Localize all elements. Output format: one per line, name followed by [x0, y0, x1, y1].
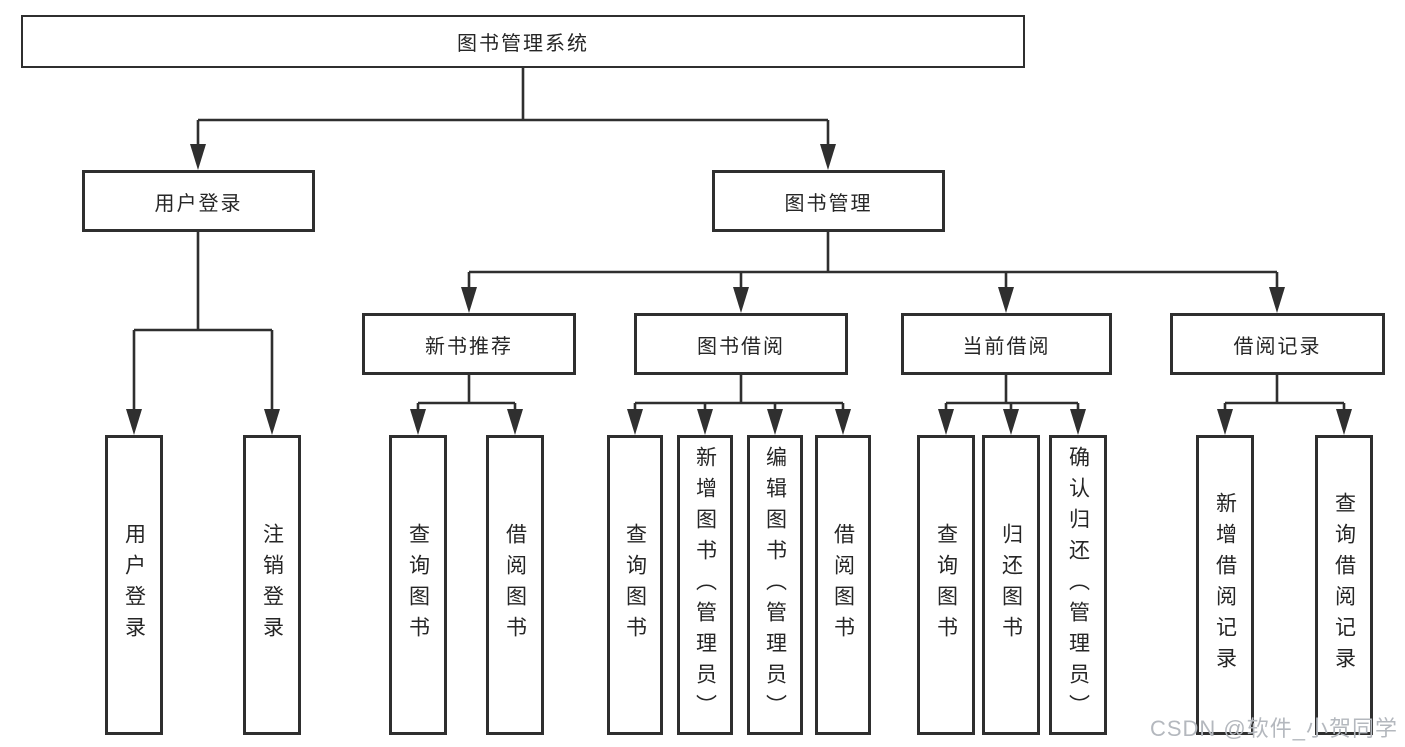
node-current-borrow: 当前借阅 [901, 313, 1112, 375]
leaf-logout: 注销登录 [243, 435, 301, 735]
leaf-query-books-3: 查询图书 [917, 435, 975, 735]
node-user-login-label: 用户登录 [154, 192, 243, 215]
node-book-borrow: 图书借阅 [634, 313, 848, 375]
leaf-borrow-books-2-label: 借阅图书 [831, 523, 855, 647]
leaf-borrow-books-1: 借阅图书 [486, 435, 544, 735]
leaf-query-books-2: 查询图书 [607, 435, 663, 735]
leaf-query-books-3-label: 查询图书 [934, 523, 958, 647]
node-borrow-records: 借阅记录 [1170, 313, 1385, 375]
node-new-book-recommend: 新书推荐 [362, 313, 576, 375]
leaf-query-borrow-record: 查询借阅记录 [1315, 435, 1373, 735]
leaf-return-books: 归还图书 [982, 435, 1040, 735]
node-user-login: 用户登录 [82, 170, 315, 232]
leaf-return-books-label: 归还图书 [999, 523, 1023, 647]
leaf-user-login-label: 用户登录 [122, 523, 146, 647]
csdn-watermark: CSDN @软件_小贺同学 [1149, 716, 1398, 741]
node-new-book-recommend-label: 新书推荐 [425, 335, 513, 358]
node-book-management: 图书管理 [712, 170, 945, 232]
leaf-borrow-books-2: 借阅图书 [815, 435, 871, 735]
leaf-logout-label: 注销登录 [260, 523, 284, 647]
leaf-borrow-books-1-label: 借阅图书 [503, 523, 527, 647]
leaf-add-borrow-record: 新增借阅记录 [1196, 435, 1254, 735]
node-borrow-records-label: 借阅记录 [1233, 335, 1322, 358]
leaf-add-borrow-record-label: 新增借阅记录 [1213, 492, 1237, 678]
leaf-edit-books-admin-label: 编辑图书（管理员） [763, 445, 787, 725]
node-current-borrow-label: 当前借阅 [962, 335, 1051, 358]
node-book-management-label: 图书管理 [784, 192, 873, 215]
leaf-confirm-return-admin: 确认归还（管理员） [1049, 435, 1107, 735]
node-root-system: 图书管理系统 [21, 15, 1025, 68]
leaf-query-books-2-label: 查询图书 [623, 523, 647, 647]
leaf-add-books-admin: 新增图书（管理员） [677, 435, 733, 735]
node-root-label: 图书管理系统 [457, 33, 589, 55]
node-book-borrow-label: 图书借阅 [697, 335, 785, 358]
leaf-query-borrow-record-label: 查询借阅记录 [1332, 492, 1356, 678]
leaf-confirm-return-admin-label: 确认归还（管理员） [1066, 445, 1090, 725]
leaf-query-books-1-label: 查询图书 [406, 523, 430, 647]
leaf-edit-books-admin: 编辑图书（管理员） [747, 435, 803, 735]
leaf-add-books-admin-label: 新增图书（管理员） [693, 445, 717, 725]
leaf-query-books-1: 查询图书 [389, 435, 447, 735]
leaf-user-login: 用户登录 [105, 435, 163, 735]
